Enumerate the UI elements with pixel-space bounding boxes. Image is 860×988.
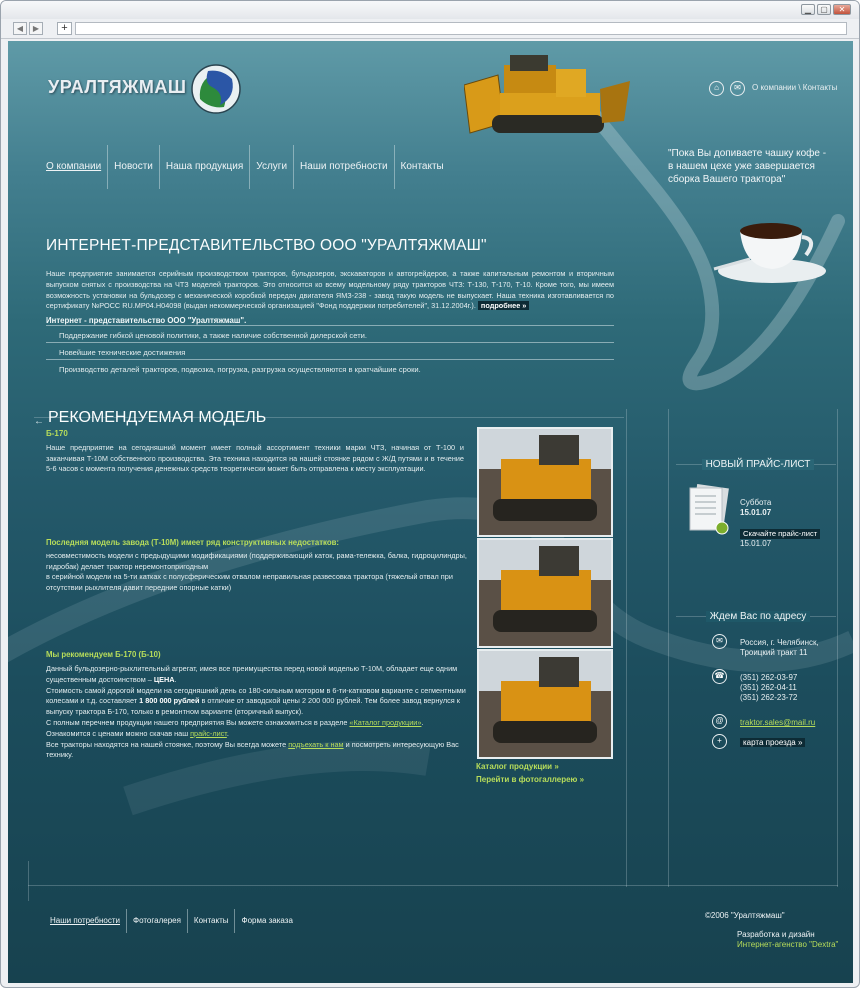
logo-emblem-icon[interactable] bbox=[190, 63, 242, 115]
bulldozer-photo[interactable] bbox=[477, 427, 613, 537]
phone-list: (351) 262-03-97(351) 262-04-11(351) 262-… bbox=[740, 673, 798, 702]
close-button[interactable]: ✕ bbox=[833, 4, 851, 15]
intro-list: Поддержание гибкой ценовой политики, а т… bbox=[46, 325, 614, 376]
column-divider bbox=[837, 409, 838, 887]
copyright: ©2006 "Уралтяжмаш" bbox=[705, 911, 785, 920]
footer-link-order[interactable]: Форма заказа bbox=[241, 916, 293, 925]
catalog-link[interactable]: Каталог продукции » bbox=[476, 762, 559, 771]
gallery-link[interactable]: Перейти в фотогаллерею » bbox=[476, 775, 585, 784]
title-bar: ▁ ▢ ✕ bbox=[1, 1, 859, 19]
bulldozer-photo[interactable] bbox=[477, 649, 613, 759]
top-links[interactable]: О компании \ Контакты bbox=[752, 83, 838, 92]
footer-nav: Наши потребности Фотогалерея Контакты Фо… bbox=[46, 909, 299, 933]
defects-heading: Последняя модель завода (Т-10М) имеет ря… bbox=[46, 538, 339, 547]
defects-text: несовместимость модели с предыдущими мод… bbox=[46, 551, 467, 593]
catalog-inline-link[interactable]: «Каталог продукции» bbox=[349, 717, 422, 727]
main-nav: О компании Новости Наша продукция Услуги… bbox=[46, 145, 450, 189]
recommend-heading: Мы рекомендуем Б-170 (Б-10) bbox=[46, 650, 161, 659]
column-divider bbox=[668, 409, 669, 887]
section-divider bbox=[34, 417, 624, 418]
bulldozer-photo[interactable] bbox=[477, 538, 613, 648]
browser-toolbar: ◀ ▶ + bbox=[1, 19, 859, 39]
phone-icon: ☎ bbox=[712, 669, 727, 684]
nav-contacts[interactable]: Контакты bbox=[400, 161, 444, 172]
email-link-wrap: traktor.sales@mail.ru bbox=[740, 718, 815, 728]
coffee-quote: "Пока Вы допиваете чашку кофе - в нашем … bbox=[668, 148, 827, 185]
price-inline-link[interactable]: прайс-лист bbox=[190, 728, 227, 738]
footer-link-needs[interactable]: Наши потребности bbox=[46, 909, 127, 933]
coffee-cup-image bbox=[713, 223, 826, 283]
recommend-text: Данный бульдозерно-рыхлительный агрегат,… bbox=[46, 664, 466, 760]
forward-button[interactable]: ▶ bbox=[29, 22, 43, 35]
footer-link-gallery[interactable]: Фотогалерея bbox=[127, 909, 188, 933]
column-divider bbox=[626, 409, 627, 887]
intro-text: Наше предприятие занимается серийным про… bbox=[46, 269, 614, 311]
nav-products[interactable]: Наша продукция bbox=[160, 145, 251, 189]
intro-title: ИНТЕРНЕТ-ПРЕДСТАВИТЕЛЬСТВО ООО "УРАЛТЯЖМ… bbox=[46, 237, 487, 254]
back-button[interactable]: ◀ bbox=[13, 22, 27, 35]
list-item: Поддержание гибкой ценовой политики, а т… bbox=[46, 325, 614, 342]
plus-icon: + bbox=[712, 734, 727, 749]
download-price-button[interactable]: Скачайте прайс-лист bbox=[740, 529, 821, 539]
footer-link-contacts[interactable]: Контакты bbox=[188, 909, 236, 933]
intro-subhead: Интернет - представительство ООО "Уралтя… bbox=[46, 316, 247, 325]
address-bar[interactable] bbox=[75, 22, 847, 35]
mail-icon[interactable]: ✉ bbox=[730, 81, 745, 96]
home-icon[interactable]: ⌂ bbox=[709, 81, 724, 96]
site-logo-text[interactable]: УРАЛТЯЖМАШ bbox=[48, 77, 187, 97]
nav-about[interactable]: О компании bbox=[46, 145, 109, 189]
download-date: 15.01.07 bbox=[740, 539, 772, 548]
maximize-button[interactable]: ▢ bbox=[817, 4, 831, 15]
new-tab-button[interactable]: + bbox=[57, 22, 72, 35]
recommended-title: РЕКОМЕНДУЕМАЯ МОДЕЛЬ bbox=[48, 409, 267, 426]
recommended-text: Наше предприятие на сегодняшний момент и… bbox=[46, 443, 464, 473]
minimize-button[interactable]: ▁ bbox=[801, 4, 815, 15]
price-title: НОВЫЙ ПРАЙС-ЛИСТ bbox=[678, 459, 838, 470]
envelope-icon: ✉ bbox=[712, 634, 727, 649]
map-button[interactable]: карта проезда » bbox=[740, 738, 806, 747]
web-page: УРАЛТЯЖМАШ ⌂ ✉ О компании \ Контакты О к… bbox=[8, 41, 853, 983]
arrow-left-icon: ← bbox=[34, 416, 44, 427]
bulldozer-image bbox=[464, 55, 630, 134]
email-link[interactable]: traktor.sales@mail.ru bbox=[740, 718, 816, 727]
at-icon: @ bbox=[712, 714, 727, 729]
footer-divider bbox=[28, 885, 838, 886]
address-text: Россия, г. Челябинск,Троицкий тракт 11 bbox=[740, 638, 819, 657]
map-link-wrap: карта проезда » bbox=[740, 738, 806, 748]
visit-inline-link[interactable]: подъехать к нам bbox=[288, 739, 344, 749]
photo-links: Каталог продукции » Перейти в фотогаллер… bbox=[476, 760, 584, 786]
address-title: Ждем Вас по адресу bbox=[678, 611, 838, 622]
nav-news[interactable]: Новости bbox=[108, 145, 160, 189]
agency-link[interactable]: Интернет-агенство "Dextra" bbox=[737, 940, 839, 949]
developer-credit: Разработка и дизайн Интернет-агенство "D… bbox=[737, 930, 839, 949]
list-item: Производство деталей тракторов, подвозка… bbox=[46, 359, 614, 376]
model-name: Б-170 bbox=[46, 429, 68, 438]
nav-services[interactable]: Услуги bbox=[250, 145, 295, 189]
price-document-icon[interactable] bbox=[686, 484, 732, 536]
list-item: Новейшие технические достижения bbox=[46, 342, 614, 359]
more-button[interactable]: подробнее » bbox=[477, 301, 530, 311]
nav-needs[interactable]: Наши потребности bbox=[294, 145, 395, 189]
column-divider bbox=[28, 861, 29, 901]
